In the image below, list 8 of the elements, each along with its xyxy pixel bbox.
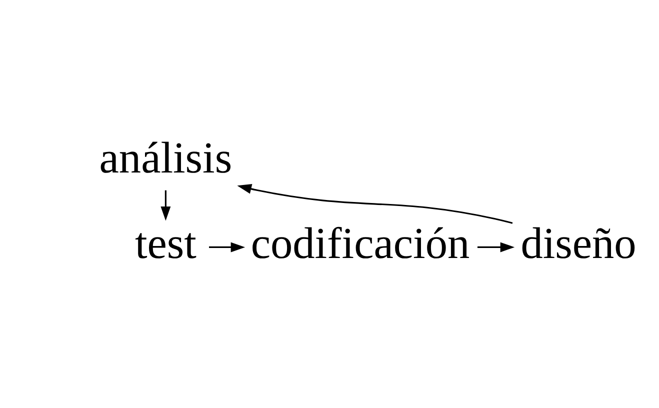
arrow [160,190,171,220]
node-text: test [134,218,196,268]
arrow [237,184,513,224]
node-text: codificación [250,218,470,268]
node-text: análisis [99,133,232,182]
arrow [477,242,515,252]
node-text: diseño [520,218,636,268]
arrow [209,242,246,252]
